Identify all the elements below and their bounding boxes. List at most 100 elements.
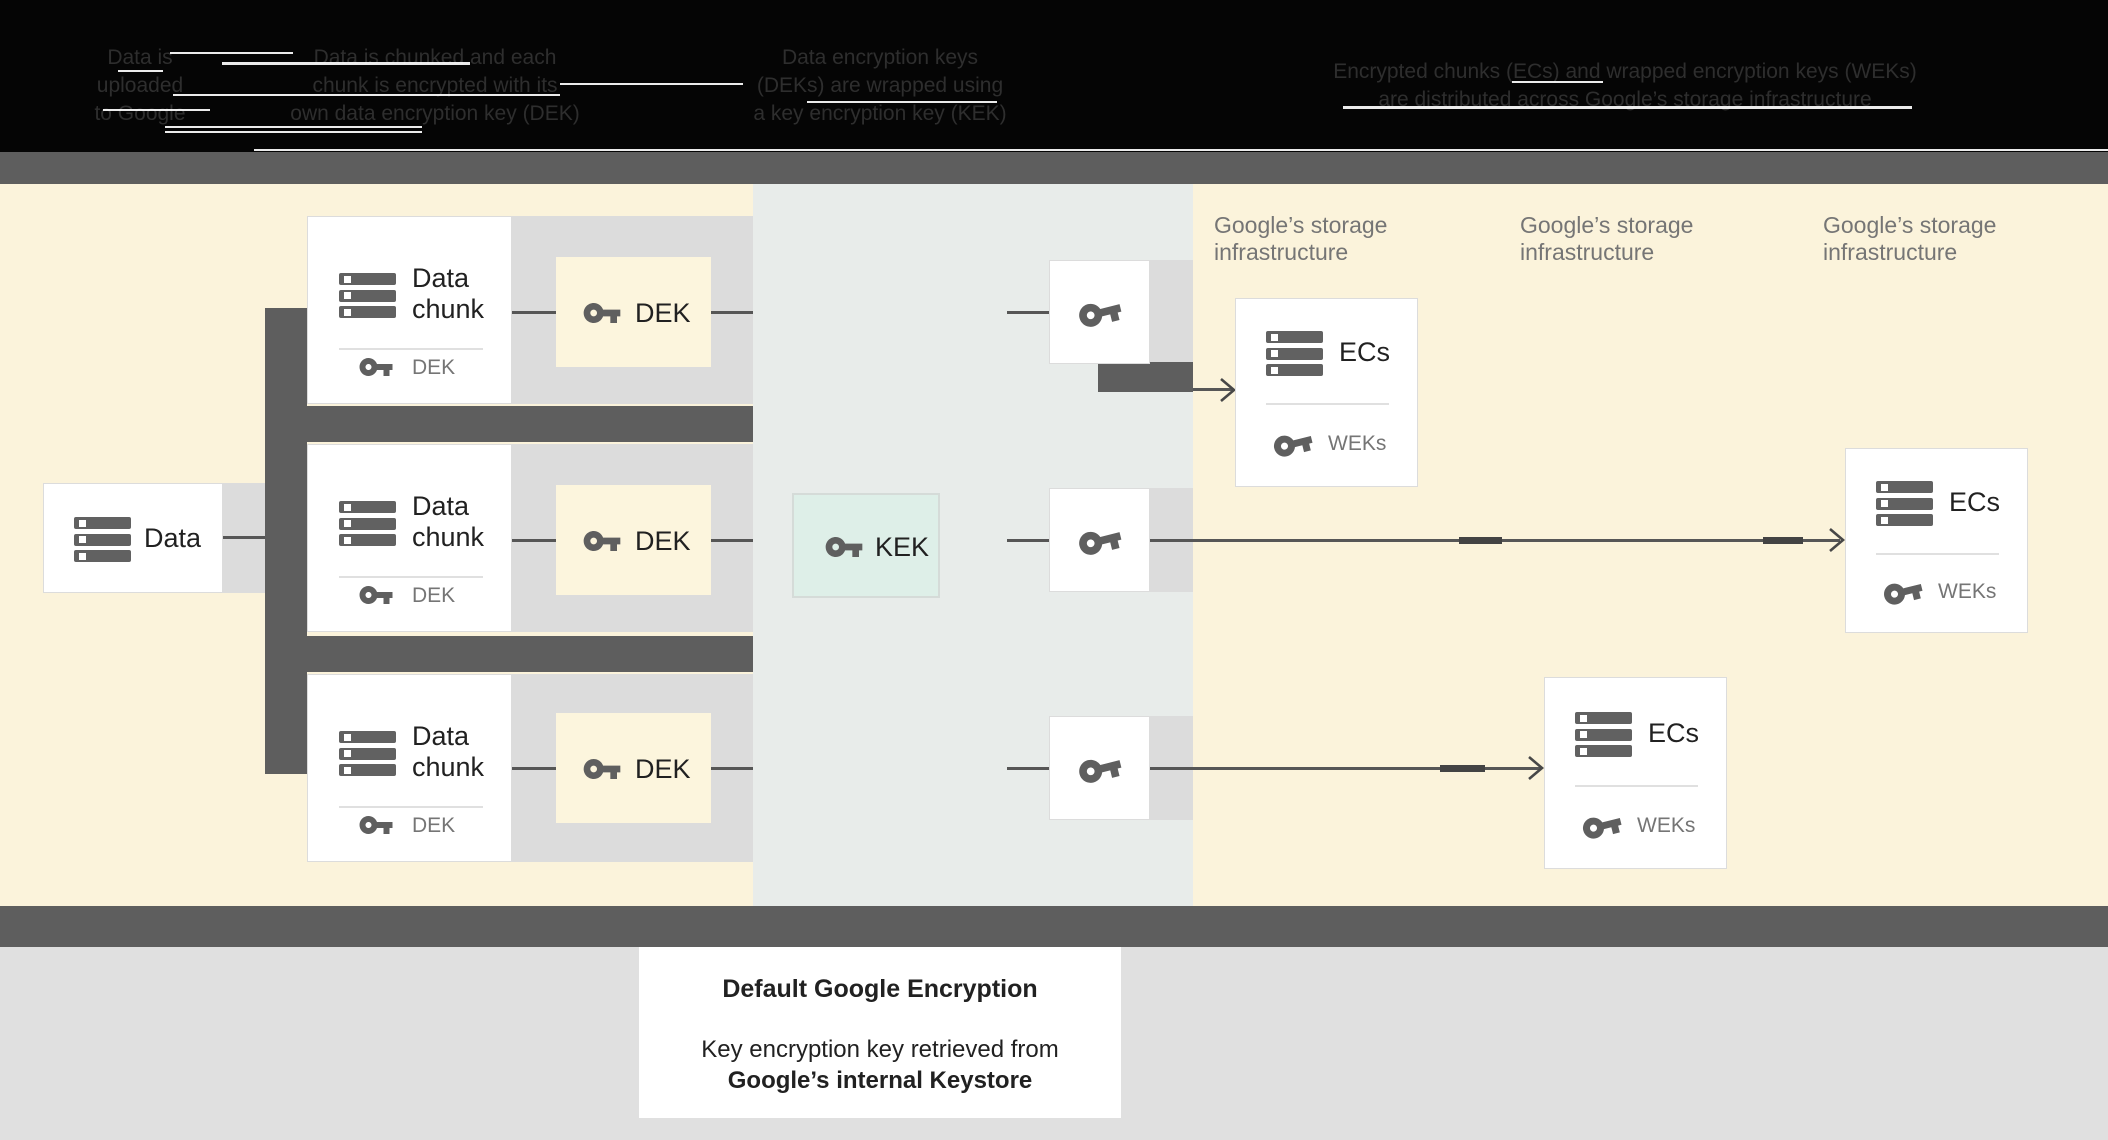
- server-icon: [1266, 331, 1323, 376]
- storage-label: Google’s storage infrastructure: [1823, 212, 2043, 266]
- dek-box: DEK: [556, 713, 711, 823]
- key-icon: [582, 293, 622, 333]
- connector-line: [711, 539, 753, 542]
- link-underline: [173, 94, 560, 96]
- step-text-line: (DEKs) are wrapped using: [756, 74, 1004, 97]
- split-bar: [265, 636, 753, 672]
- wrapped-key-box: [1049, 716, 1150, 820]
- split-bar: [265, 406, 753, 442]
- data-chunk-box: Data chunk DEK: [307, 674, 512, 862]
- connector-line: [223, 536, 265, 539]
- server-icon: [339, 501, 396, 546]
- step-2-text: Data is chunked and each chunk is encryp…: [240, 44, 630, 128]
- key-icon: [1072, 741, 1128, 797]
- key-icon: [582, 749, 622, 789]
- arrow-line: [1193, 388, 1233, 391]
- step-1-text: Data is uploaded to Google: [30, 44, 250, 128]
- ecs-label: ECs: [1949, 487, 2001, 517]
- step-4-text: Encrypted chunks (ECs) and wrapped encry…: [1310, 58, 1940, 114]
- connector-line: [1007, 311, 1049, 314]
- connector-line: [1007, 539, 1049, 542]
- dek-box: DEK: [556, 485, 711, 595]
- link-underline: [1512, 81, 1603, 83]
- header-band: Data is uploaded to Google Data is chunk…: [0, 0, 2108, 152]
- link-underline: [807, 101, 997, 103]
- chunk-title: Data chunk: [412, 263, 485, 324]
- link-underline: [222, 62, 470, 65]
- header-edge-highlight: [254, 149, 2108, 151]
- connector-strip: [1150, 260, 1193, 364]
- link-underline: [1343, 106, 1912, 109]
- data-label: Data: [144, 523, 202, 553]
- dek-label: DEK: [635, 526, 691, 556]
- key-icon: [1072, 513, 1128, 569]
- chunk-title: Data chunk: [412, 491, 485, 552]
- ecs-box: ECs WEKs: [1845, 448, 2028, 633]
- arrow-line-segment: [1459, 537, 1502, 544]
- link-underline: [118, 70, 163, 72]
- link-underline: [170, 52, 293, 54]
- ecs-box: ECs WEKs: [1544, 677, 1727, 869]
- step-text-line: own data encryption key (DEK): [290, 102, 580, 125]
- server-icon: [74, 517, 131, 562]
- dek-label: DEK: [635, 754, 691, 784]
- storage-label: Google’s storage infrastructure: [1214, 212, 1434, 266]
- server-icon: [1876, 481, 1933, 526]
- step-text-line: a key encryption key (KEK): [753, 102, 1007, 125]
- storage-label-line: Google’s storage: [1823, 212, 1997, 238]
- step-text-line: chunk is encrypted with its: [312, 74, 558, 97]
- server-icon: [339, 273, 396, 318]
- arrowhead-icon: [1827, 526, 1847, 554]
- key-icon: [1072, 285, 1128, 341]
- link-underline: [165, 131, 422, 133]
- connector-line: [512, 311, 556, 314]
- dek-label: DEK: [635, 298, 691, 328]
- kek-box: KEK: [792, 493, 940, 598]
- link-underline: [165, 126, 422, 128]
- key-icon: [582, 521, 622, 561]
- key-icon: [1268, 419, 1319, 470]
- divider: [339, 576, 483, 578]
- storage-label-line: Google’s storage: [1520, 212, 1694, 238]
- wrapped-key-bar: [1098, 362, 1193, 392]
- step-text-line: Data is: [107, 46, 173, 69]
- storage-label-line: infrastructure: [1214, 239, 1349, 265]
- storage-label-line: infrastructure: [1520, 239, 1655, 265]
- chunk-key-label: DEK: [412, 356, 456, 379]
- key-icon: [358, 577, 394, 613]
- split-trunk-bar: [265, 308, 307, 774]
- divider: [1575, 785, 1698, 787]
- arrow-line: [1150, 767, 1540, 770]
- step-text-line: Data is chunked and each: [313, 46, 557, 69]
- key-icon: [1878, 567, 1929, 618]
- bottom-divider-band: [0, 906, 2108, 947]
- weks-label: WEKs: [1637, 814, 1696, 837]
- footer-area: Default Google Encryption Key encryption…: [0, 947, 2108, 1140]
- chunk-key-label: DEK: [412, 814, 456, 837]
- storage-label-line: infrastructure: [1823, 239, 1958, 265]
- divider: [1266, 403, 1389, 405]
- connector-line: [711, 311, 753, 314]
- data-chunk-box: Data chunk DEK: [307, 216, 512, 404]
- step-text-line: Encrypted chunks (ECs) and wrapped encry…: [1333, 60, 1917, 83]
- server-icon: [339, 731, 396, 776]
- step-text-line: uploaded: [96, 74, 184, 97]
- connector-line: [512, 539, 556, 542]
- ecs-box: ECs WEKs: [1235, 298, 1418, 487]
- connector-line: [711, 767, 753, 770]
- arrowhead-icon: [1526, 754, 1546, 782]
- ecs-label: ECs: [1648, 718, 1700, 748]
- ecs-label: ECs: [1339, 337, 1391, 367]
- diagram-area: Data Data chunk DEK Data chunk DEK Data …: [0, 184, 2108, 906]
- storage-label: Google’s storage infrastructure: [1520, 212, 1740, 266]
- connector-line: [512, 767, 556, 770]
- key-icon: [358, 807, 394, 843]
- data-chunk-box: Data chunk DEK: [307, 444, 512, 632]
- chunk-title: Data chunk: [412, 721, 485, 782]
- storage-label-line: Google’s storage: [1214, 212, 1388, 238]
- arrow-line-segment: [1440, 765, 1485, 772]
- key-icon: [824, 527, 864, 567]
- caption-body: Key encryption key retrieved from Google…: [639, 1034, 1121, 1096]
- caption-box: Default Google Encryption Key encryption…: [639, 947, 1121, 1118]
